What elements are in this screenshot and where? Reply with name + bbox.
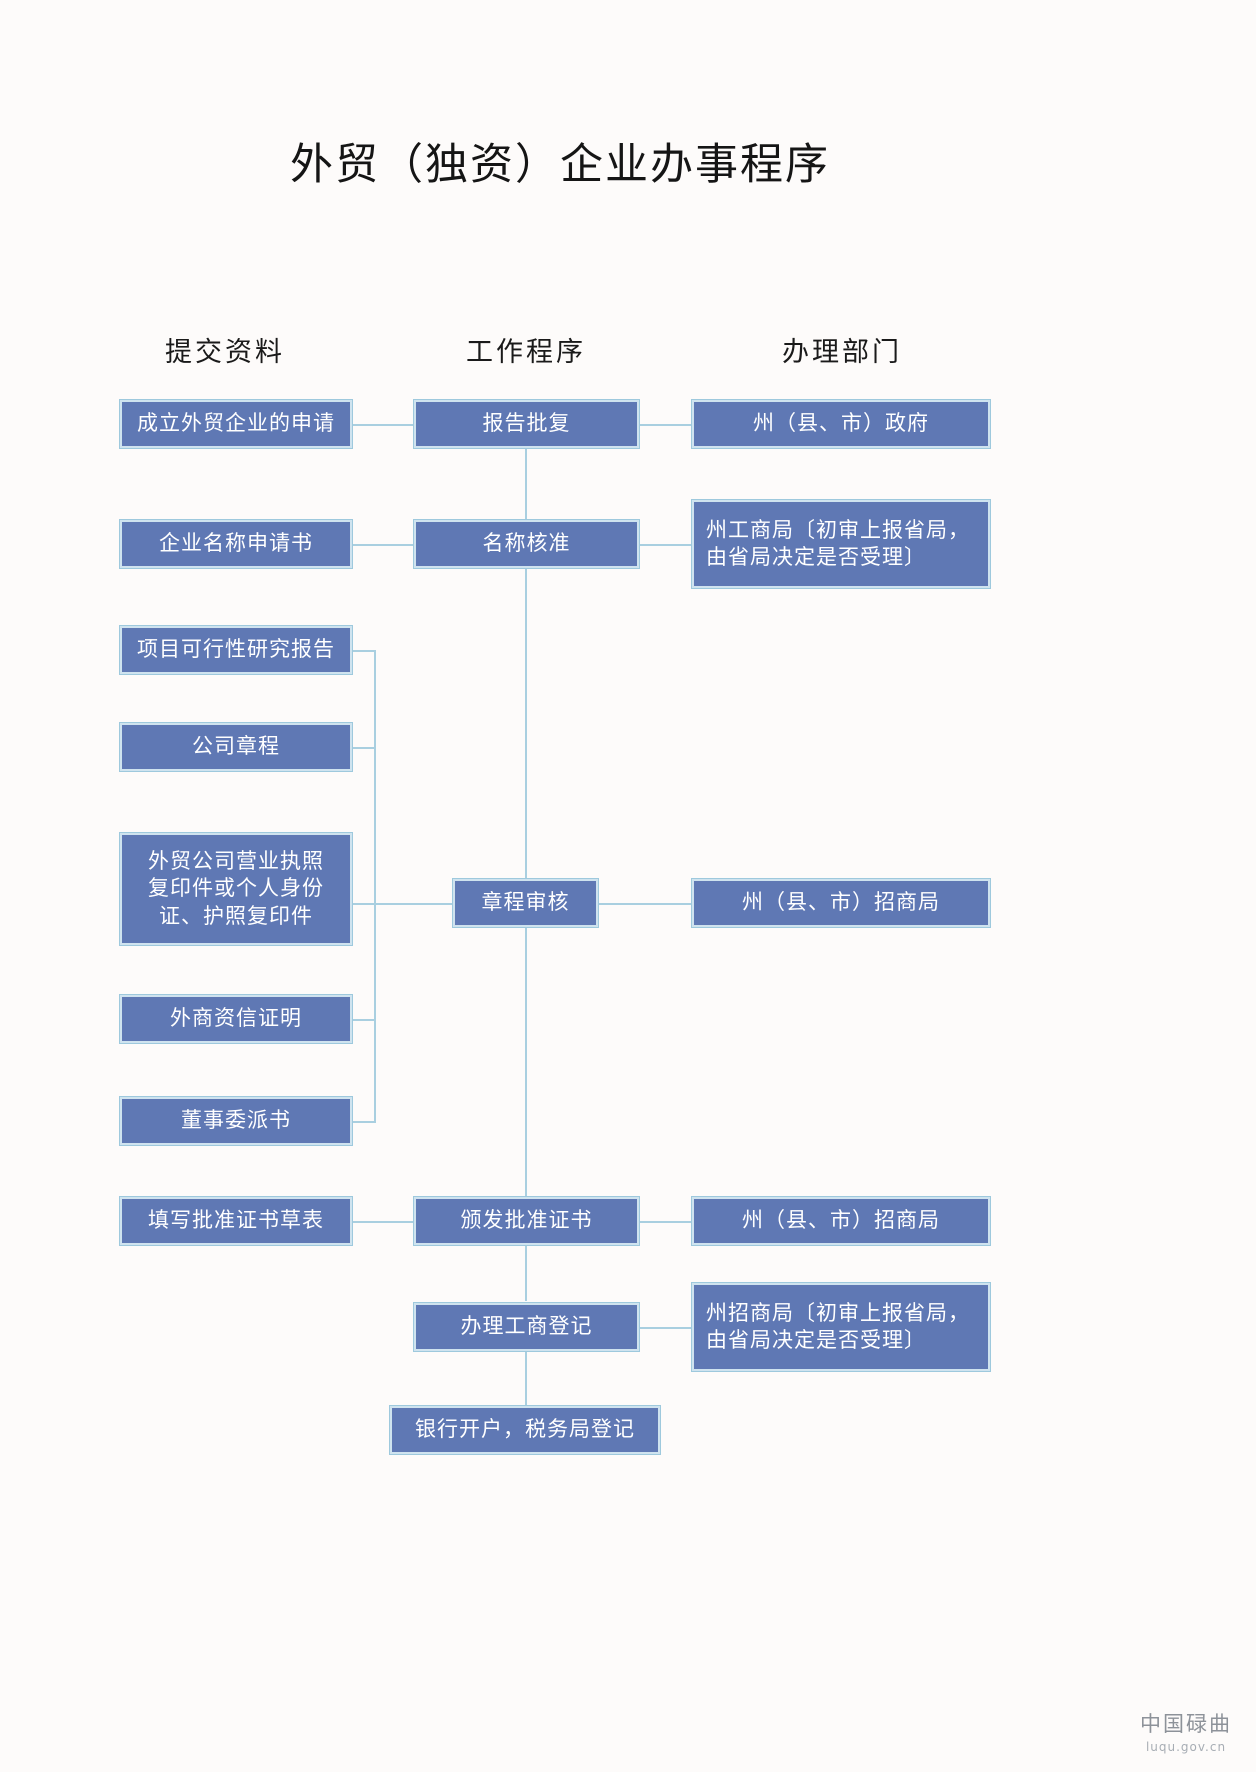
node-doc-3-label: 项目可行性研究报告 (137, 637, 335, 662)
node-dept-3-label: 州（县、市）招商局 (742, 890, 940, 915)
connector-proc5-dept5 (639, 1327, 692, 1329)
connector-proc1-proc2-vertical (525, 447, 527, 544)
connector-proc2-dept2 (639, 544, 692, 546)
node-doc-8[interactable]: 填写批准证书草表 (119, 1196, 353, 1246)
node-dept-5-label: 州招商局〔初审上报省局， 由省局决定是否受理〕 (706, 1300, 970, 1352)
connector-doc4-bracket (352, 747, 376, 749)
connector-proc1-dept1 (639, 424, 692, 426)
node-proc-3[interactable]: 章程审核 (452, 878, 599, 928)
node-dept-5[interactable]: 州招商局〔初审上报省局， 由省局决定是否受理〕 (691, 1282, 991, 1372)
column-header-department: 办理部门 (782, 337, 902, 368)
node-proc-1-label: 报告批复 (482, 411, 571, 436)
node-doc-7[interactable]: 董事委派书 (119, 1096, 353, 1146)
node-proc-6-label: 银行开户，税务局登记 (415, 1417, 635, 1442)
node-doc-2[interactable]: 企业名称申请书 (119, 519, 353, 569)
connector-doc1-proc1 (352, 424, 414, 426)
node-proc-4-label: 颁发批准证书 (460, 1208, 593, 1233)
connector-doc5-bracket (352, 903, 376, 905)
node-dept-1-label: 州（县、市）政府 (753, 411, 929, 436)
connector-doc6-bracket (352, 1019, 376, 1021)
watermark-domain-text: luqu.gov.cn (1145, 1740, 1227, 1754)
node-doc-1[interactable]: 成立外贸企业的申请 (119, 399, 353, 449)
node-dept-3[interactable]: 州（县、市）招商局 (691, 878, 991, 928)
node-doc-1-label: 成立外贸企业的申请 (137, 411, 335, 436)
node-doc-4-label: 公司章程 (192, 734, 280, 759)
node-doc-8-label: 填写批准证书草表 (148, 1208, 324, 1233)
node-doc-4[interactable]: 公司章程 (119, 722, 353, 772)
node-dept-2-label: 州工商局〔初审上报省局， 由省局决定是否受理〕 (706, 517, 970, 569)
node-dept-2[interactable]: 州工商局〔初审上报省局， 由省局决定是否受理〕 (691, 499, 991, 589)
connector-proc4-dept4 (639, 1221, 692, 1223)
node-dept-4[interactable]: 州（县、市）招商局 (691, 1196, 991, 1246)
connector-doc2-proc2 (352, 544, 414, 546)
connector-doc7-bracket (352, 1121, 376, 1123)
node-proc-2-label: 名称核准 (482, 531, 571, 556)
node-proc-4[interactable]: 颁发批准证书 (413, 1196, 640, 1246)
node-doc-5-label: 外贸公司营业执照 复印件或个人身份 证、护照复印件 (148, 849, 324, 928)
node-proc-5-label: 办理工商登记 (460, 1314, 593, 1339)
connector-proc2-proc3-vertical (525, 567, 527, 881)
connector-proc4-proc5-vertical (525, 1245, 527, 1301)
page-title: 外贸（独资）企业办事程序 (290, 140, 830, 190)
node-doc-6[interactable]: 外商资信证明 (119, 994, 353, 1044)
node-proc-2[interactable]: 名称核准 (413, 519, 640, 569)
connector-doc3-bracket (352, 650, 376, 652)
connector-doc8-proc4 (352, 1221, 414, 1223)
node-proc-5[interactable]: 办理工商登记 (413, 1302, 640, 1352)
connector-docs-bracket-vertical (374, 650, 376, 1122)
node-proc-3-label: 章程审核 (481, 890, 570, 915)
connector-bracket-proc3 (374, 903, 454, 905)
connector-proc3-dept3 (597, 903, 693, 905)
site-watermark: 中国碌曲 luqu.gov.cn (1140, 1708, 1232, 1754)
connector-proc3-proc4-vertical (525, 928, 527, 1196)
node-proc-6[interactable]: 银行开户，税务局登记 (389, 1405, 661, 1455)
node-dept-1[interactable]: 州（县、市）政府 (691, 399, 991, 449)
node-doc-3[interactable]: 项目可行性研究报告 (119, 625, 353, 675)
node-doc-5[interactable]: 外贸公司营业执照 复印件或个人身份 证、护照复印件 (119, 832, 353, 946)
node-proc-1[interactable]: 报告批复 (413, 399, 640, 449)
node-doc-6-label: 外商资信证明 (170, 1006, 302, 1031)
connector-proc5-proc6-vertical (525, 1352, 527, 1406)
column-header-documents: 提交资料 (165, 337, 285, 368)
column-header-process: 工作程序 (466, 337, 586, 368)
node-doc-2-label: 企业名称申请书 (159, 531, 313, 556)
node-dept-4-label: 州（县、市）招商局 (742, 1208, 940, 1233)
watermark-main-text: 中国碌曲 (1140, 1712, 1232, 1736)
node-doc-7-label: 董事委派书 (181, 1108, 291, 1133)
